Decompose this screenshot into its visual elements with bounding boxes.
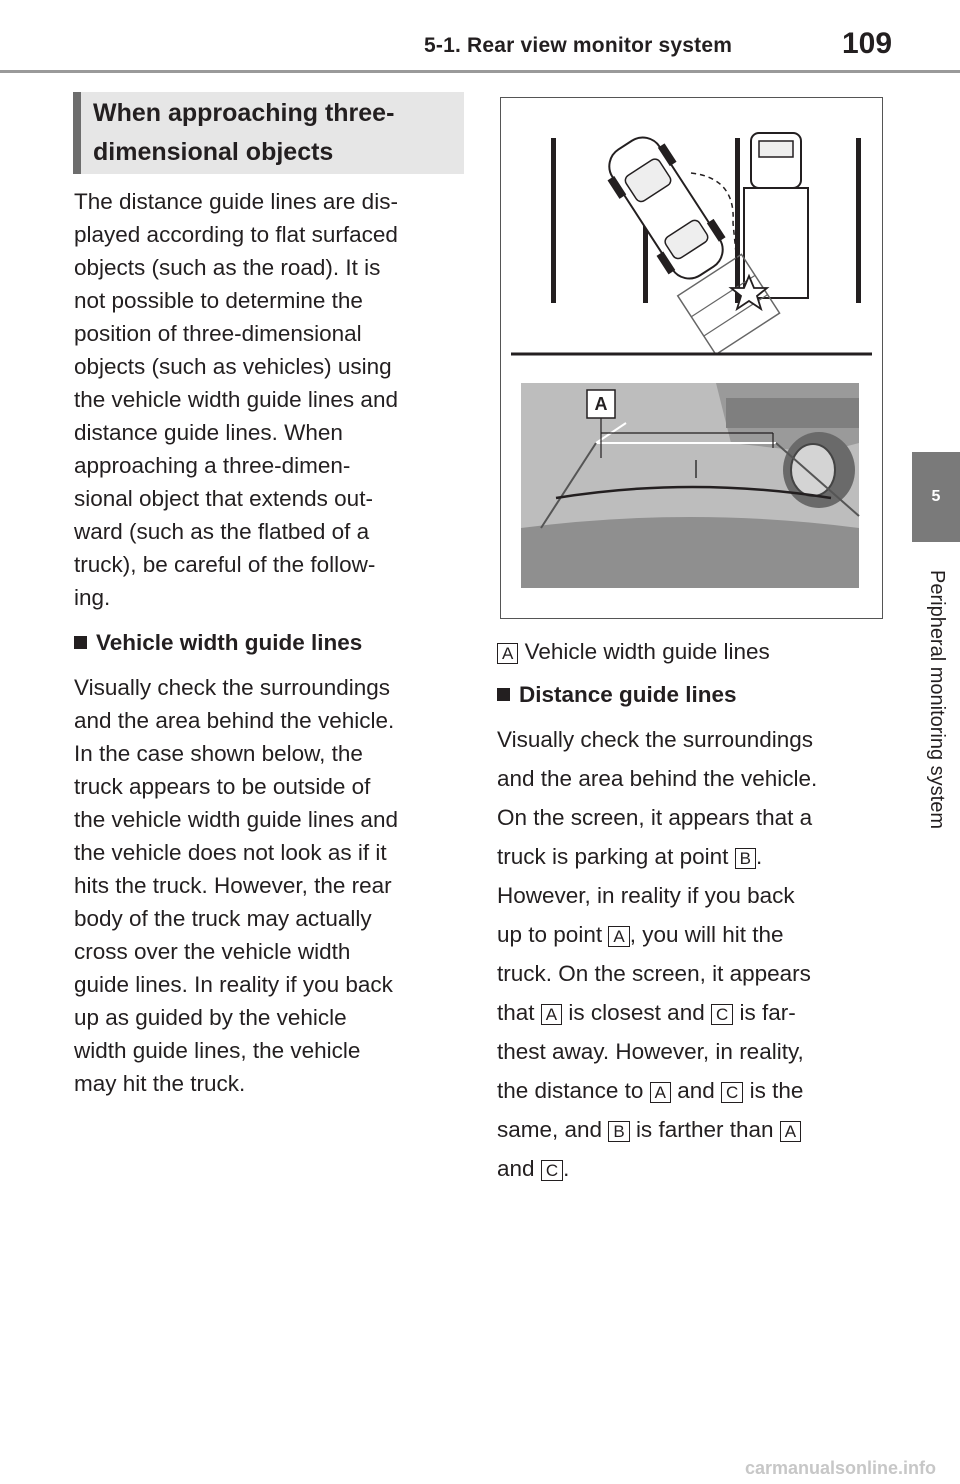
- legend-tag: A: [497, 642, 519, 664]
- chapter-number: 5: [931, 488, 941, 505]
- square-bullet-icon: [74, 636, 87, 649]
- header-divider: [0, 70, 960, 73]
- right-column: A Vehicle width guide lines Distance gui…: [497, 632, 887, 1188]
- camera-view-diagram: [521, 383, 860, 588]
- subheading-distance-lines: Distance guide lines: [497, 675, 887, 714]
- ref-tag: A: [649, 1081, 671, 1103]
- watermark: carmanualsonline.info: [745, 1458, 937, 1478]
- ref-tag: A: [608, 925, 630, 947]
- ref-tag: C: [721, 1081, 744, 1103]
- illustration-figure: A: [500, 97, 883, 619]
- parking-illustration: [511, 132, 872, 588]
- ref-tag: B: [608, 1120, 630, 1142]
- ref-tag: A: [779, 1120, 802, 1142]
- ref-tag: B: [734, 847, 756, 869]
- square-bullet-icon: [497, 688, 510, 701]
- subheading-width-lines: Vehicle width guide lines: [74, 626, 474, 659]
- ref-tag: C: [711, 1003, 734, 1025]
- ref-tag: C: [540, 1159, 564, 1181]
- ref-tag: A: [540, 1003, 563, 1025]
- section-heading: When approaching three- dimensional obje…: [73, 92, 464, 174]
- distance-lines-paragraph: Visually check the surroundings and the …: [497, 727, 818, 1181]
- legend-row: A Vehicle width guide lines: [497, 632, 887, 671]
- top-view-diagram: [551, 132, 861, 356]
- chapter-tab[interactable]: 5: [912, 452, 960, 542]
- page-number: 109: [842, 27, 893, 60]
- callout-a-label: A: [594, 393, 608, 414]
- header-title: 5-1. Rear view monitor system: [424, 34, 733, 57]
- section-heading-line: When approaching three-: [93, 99, 395, 127]
- left-column: The distance guide lines are dis-played …: [74, 185, 474, 1100]
- intro-paragraph: The distance guide lines are dis-played …: [74, 189, 398, 610]
- section-heading-line: dimensional objects: [93, 138, 334, 166]
